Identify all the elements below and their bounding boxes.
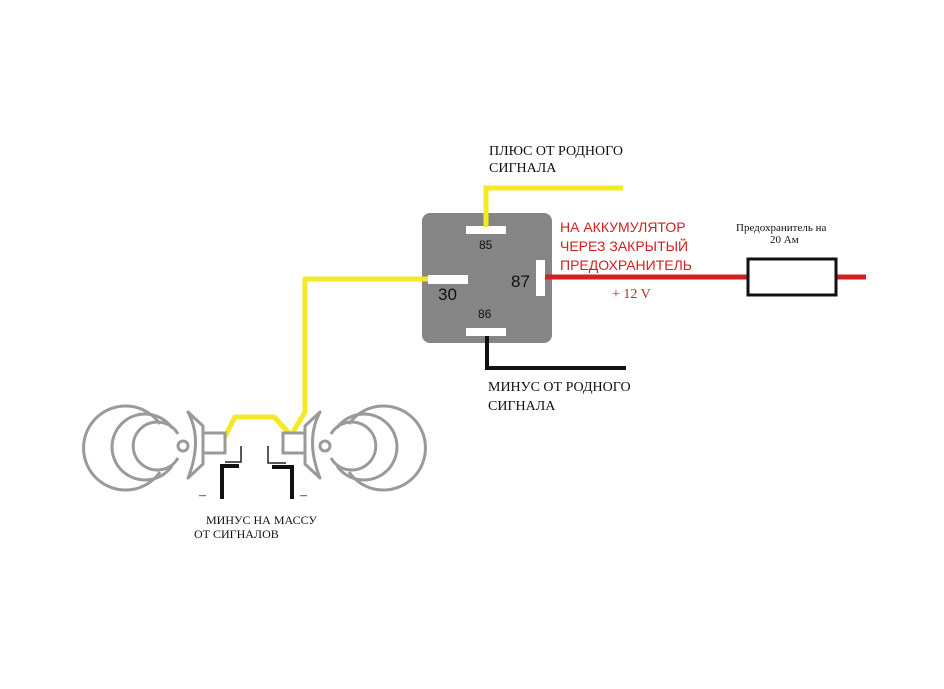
- horn-bridge-wire: [219, 414, 292, 444]
- voltage-label: + 12 V: [612, 287, 651, 302]
- battery-label-line2: ЧЕРЕЗ ЗАКРЫТЫЙ: [560, 237, 688, 254]
- relay-pin-86: [466, 328, 506, 336]
- minus-signal-wire: [485, 336, 626, 370]
- pin-86-label: 86: [478, 307, 492, 321]
- right-horn-terminal: [267, 446, 286, 464]
- ground-label-line1: МИНУС НА МАССУ: [206, 513, 317, 527]
- minus-label-line2: СИГНАЛА: [488, 399, 556, 414]
- right-horn-ground-wire: [272, 465, 294, 499]
- relay-pin-85: [466, 226, 506, 234]
- relay-pin-30: [428, 275, 468, 284]
- minus-label-line1: МИНУС ОТ РОДНОГО: [488, 380, 631, 395]
- right-horn-icon: [281, 404, 427, 492]
- left-horn-ground-wire: [220, 464, 239, 499]
- pin-85-label: 85: [479, 238, 493, 252]
- left-horn-icon: [82, 404, 227, 492]
- left-horn-terminal: [225, 446, 242, 463]
- left-minus-sign: –: [198, 488, 207, 503]
- battery-label-line1: НА АККУМУЛЯТОР: [560, 219, 686, 235]
- horn-feed-wire: [290, 276, 428, 434]
- fuse-label-line1: Предохранитель на: [736, 222, 826, 234]
- fuse: [746, 257, 838, 297]
- battery-label-line3: ПРЕДОХРАНИТЕЛЬ: [560, 257, 692, 273]
- right-minus-sign: –: [299, 488, 308, 503]
- pin-30-label: 30: [438, 285, 457, 304]
- ground-label-line2: ОТ СИГНАЛОВ: [194, 527, 279, 541]
- relay-body: [422, 213, 552, 343]
- plus-signal-wire: [483, 185, 623, 227]
- pin-87-label: 87: [511, 272, 530, 291]
- relay-pin-87: [536, 260, 545, 296]
- plus-label-line2: СИГНАЛА: [489, 161, 557, 176]
- plus-label-line1: ПЛЮС ОТ РОДНОГО: [489, 144, 623, 159]
- fuse-label-line2: 20 Ам: [770, 234, 799, 246]
